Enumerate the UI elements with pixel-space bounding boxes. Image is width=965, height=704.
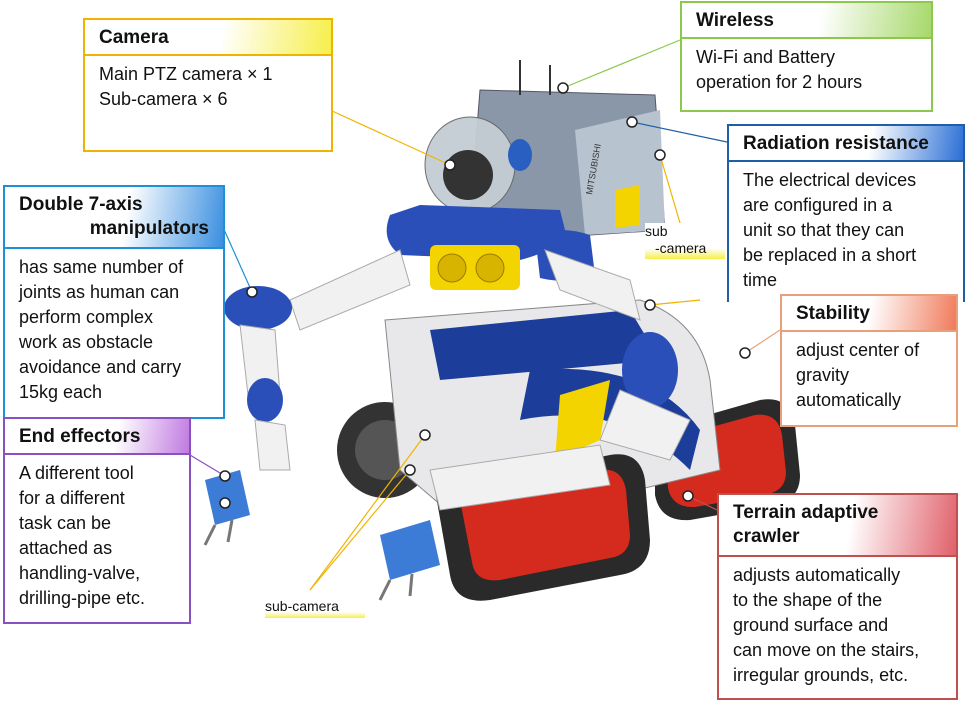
callout-manipulators-line: work as obstacle — [19, 332, 154, 352]
left-manipulator-arm — [203, 249, 411, 546]
callout-end-effectors-line: handling-valve, — [19, 563, 141, 583]
callout-crawler-title-line: Terrain adaptive — [733, 502, 879, 523]
callout-end-effectors-title: End effectors — [5, 419, 189, 453]
callout-manipulators-line: joints as human can — [19, 282, 180, 302]
callout-crawler-line: irregular grounds, etc. — [733, 665, 909, 685]
callout-camera-body: Main PTZ camera × 1 Sub-camera × 6 — [85, 54, 331, 118]
callout-stability-line: gravity — [796, 365, 850, 385]
callout-stability-body: adjust center of gravity automatically — [782, 330, 956, 419]
callout-stability-title: Stability — [782, 296, 956, 330]
callout-manipulators-body: has same number of joints as human can p… — [5, 247, 223, 411]
callout-radiation-title: Radiation resistance — [729, 126, 963, 160]
callout-end-effectors-line: attached as — [19, 538, 113, 558]
callout-wireless-line: Wi-Fi and Battery — [696, 47, 836, 67]
callout-radiation-line: are configured in a — [743, 195, 893, 215]
callout-crawler: Terrain adaptive crawler adjusts automat… — [717, 493, 958, 700]
callout-crawler-line: can move on the stairs, — [733, 640, 920, 660]
callout-manipulators-title-line: manipulators — [89, 218, 209, 239]
callout-radiation-resistance: Radiation resistance The electrical devi… — [727, 124, 965, 302]
callout-end-effectors-line: task can be — [19, 513, 112, 533]
callout-camera-line: Main PTZ camera × 1 — [99, 64, 273, 84]
callout-manipulators-line: perform complex — [19, 307, 154, 327]
sub-camera-label-top-line: -camera — [655, 240, 707, 256]
callout-end-effectors-line: for a different — [19, 488, 125, 508]
callout-end-effectors: End effectors A different tool for a dif… — [3, 417, 191, 624]
callout-stability: Stability adjust center of gravity autom… — [780, 294, 958, 427]
callout-radiation-line: be replaced in a short — [743, 245, 917, 265]
callout-radiation-line: The electrical devices — [743, 170, 917, 190]
torso — [386, 205, 595, 290]
callout-crawler-title-line: crawler — [733, 526, 800, 547]
ptz-camera-dome — [424, 116, 532, 214]
callout-camera-title: Camera — [85, 20, 331, 54]
callout-manipulators-line: 15kg each — [19, 382, 103, 402]
callout-crawler-title: Terrain adaptive crawler — [719, 495, 956, 555]
right-manipulator-arm — [378, 249, 691, 601]
callout-crawler-line: ground surface and — [733, 615, 889, 635]
sub-camera-label-top-line: sub — [645, 223, 668, 239]
callout-end-effectors-body: A different tool for a different task ca… — [5, 453, 189, 617]
callout-dots — [219, 82, 751, 509]
callout-end-effectors-line: drilling-pipe etc. — [19, 588, 146, 608]
callout-manipulators-line: has same number of — [19, 257, 184, 277]
sub-camera-label-top: sub -camera — [645, 223, 725, 259]
callout-radiation-line: time — [743, 270, 778, 290]
callout-radiation-body: The electrical devices are configured in… — [729, 160, 963, 299]
callout-crawler-line: adjusts automatically — [733, 565, 901, 585]
callout-manipulators-title: Double 7-axis manipulators — [5, 187, 223, 247]
callout-wireless-body: Wi-Fi and Battery operation for 2 hours — [682, 37, 931, 101]
callout-manipulators: Double 7-axis manipulators has same numb… — [3, 185, 225, 419]
callout-camera-line: Sub-camera × 6 — [99, 89, 228, 109]
callout-manipulators-title-line: Double 7-axis — [19, 194, 143, 215]
callout-crawler-line: to the shape of the — [733, 590, 883, 610]
antennas — [519, 60, 551, 95]
callout-stability-line: automatically — [796, 390, 902, 410]
callout-manipulators-line: avoidance and carry — [19, 357, 182, 377]
callout-wireless-line: operation for 2 hours — [696, 72, 863, 92]
callout-wireless-title: Wireless — [682, 3, 931, 37]
callout-wireless: Wireless Wi-Fi and Battery operation for… — [680, 1, 933, 112]
electronics-box: MITSUBISHI — [469, 89, 666, 236]
sub-camera-label-bottom: sub-camera — [265, 598, 365, 618]
callout-stability-line: adjust center of — [796, 340, 920, 360]
callout-end-effectors-line: A different tool — [19, 463, 134, 483]
callout-crawler-body: adjusts automatically to the shape of th… — [719, 555, 956, 694]
callout-camera: Camera Main PTZ camera × 1 Sub-camera × … — [83, 18, 333, 152]
callout-radiation-line: unit so that they can — [743, 220, 905, 240]
